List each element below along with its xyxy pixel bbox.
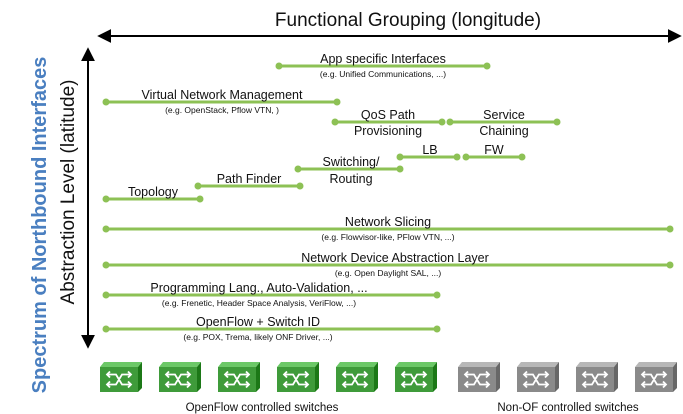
openflow-switch-id: OpenFlow + Switch ID (e.g. POX, Trema, l… — [102, 315, 441, 342]
service-line1: Service — [483, 108, 525, 122]
non-of-switches-caption: Non-OF controlled switches — [497, 402, 638, 414]
non-of-switch-icon — [576, 362, 618, 392]
openflow-switch-icon — [218, 362, 260, 392]
device-abstraction-sub: (e.g. Open Daylight SAL, ...) — [335, 268, 441, 278]
openflow-switch-icon — [395, 362, 437, 392]
topology: Topology — [102, 185, 204, 203]
service-chaining: Service Chaining — [446, 108, 561, 138]
openflow-sub: (e.g. POX, Trema, likely ONF Driver, ...… — [183, 332, 332, 342]
programming-lang-label: Programming Lang., Auto-Validation, ... — [150, 281, 367, 295]
fw: FW — [462, 143, 526, 161]
programming-lang-sub: (e.g. Frenetic, Header Space Analysis, V… — [162, 298, 356, 308]
non-of-switch-icon — [517, 362, 559, 392]
network-slicing-label: Network Slicing — [345, 215, 431, 229]
topology-label: Topology — [128, 185, 179, 199]
switching-line1: Switching/ — [323, 155, 380, 169]
service-line2: Chaining — [479, 124, 528, 138]
openflow-switch-icon — [100, 362, 142, 392]
switching-line2: Routing — [329, 172, 372, 186]
functional-axis-label: Functional Grouping (longitude) — [275, 10, 541, 31]
lb-label: LB — [422, 143, 437, 157]
app-specific-sub: (e.g. Unified Communications, ...) — [320, 69, 446, 79]
qos-line1: QoS Path — [361, 108, 415, 122]
fw-label: FW — [484, 143, 504, 157]
qos-path-provisioning: QoS Path Provisioning — [331, 108, 446, 138]
vnm-sub: (e.g. OpenStack, Pflow VTN, ) — [165, 105, 279, 115]
network-slicing: Network Slicing (e.g. Flowvisor-like, PF… — [102, 215, 674, 242]
openflow-label: OpenFlow + Switch ID — [196, 315, 320, 329]
openflow-switch-icon — [159, 362, 201, 392]
app-specific-interfaces: App specific Interfaces (e.g. Unified Co… — [275, 52, 491, 79]
network-slicing-sub: (e.g. Flowvisor-like, PFlow VTN, ...) — [321, 232, 454, 242]
device-abstraction-layer: Network Device Abstraction Layer (e.g. O… — [102, 251, 674, 278]
non-of-switch-icon — [635, 362, 677, 392]
path-finder-label: Path Finder — [217, 172, 282, 186]
vnm-label: Virtual Network Management — [142, 88, 303, 102]
virtual-network-management: Virtual Network Management (e.g. OpenSta… — [102, 88, 341, 115]
abstraction-axis-label: Abstraction Level (latitude) — [58, 80, 79, 305]
device-abstraction-label: Network Device Abstraction Layer — [301, 251, 489, 265]
switch-row — [100, 362, 677, 392]
path-finder: Path Finder — [194, 172, 304, 190]
app-specific-label: App specific Interfaces — [320, 52, 446, 66]
openflow-switch-icon — [336, 362, 378, 392]
side-title: Spectrum of Northbound Interfaces — [29, 57, 51, 394]
qos-line2: Provisioning — [354, 124, 422, 138]
programming-lang: Programming Lang., Auto-Validation, ... … — [102, 281, 441, 308]
non-of-switch-icon — [458, 362, 500, 392]
switching-routing: Switching/ Routing — [294, 155, 404, 186]
openflow-switches-caption: OpenFlow controlled switches — [186, 402, 339, 414]
openflow-switch-icon — [277, 362, 319, 392]
lb: LB — [396, 143, 461, 161]
